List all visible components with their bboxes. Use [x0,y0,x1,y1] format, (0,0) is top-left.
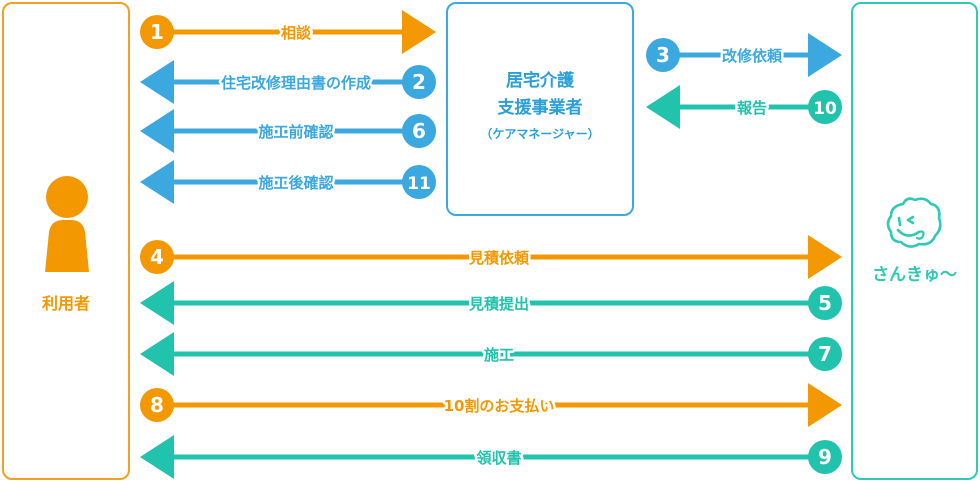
step-7-badge [808,337,842,371]
step-1-label-halo: 相談 [281,24,312,42]
step-10-number: 10 [813,99,837,119]
step-5-number: 5 [818,291,832,315]
user-panel: 利用者 [2,2,130,480]
step-8-arrowhead [808,383,842,427]
company-panel: さんきゅ〜 [851,2,978,480]
step-10-label: 報告 [737,99,767,117]
step-9-number: 9 [818,445,832,469]
step-6-arrowhead [140,109,174,153]
step-5-badge [808,286,842,320]
step-11-label: 施工後確認 [258,174,333,192]
care-manager-title: 居宅介護 支援事業者 [448,68,632,122]
smiling-face-logo-icon [886,197,942,248]
step-5-label-halo: 見積提出 [468,295,529,313]
step-2-badge [402,65,436,99]
step-1-label: 相談 [281,24,312,42]
step-7-number: 7 [818,342,832,366]
step-10-arrowhead [646,85,680,129]
step-9-label: 領収書 [476,449,521,467]
care-manager-subtitle: （ケアマネージャー） [480,127,600,141]
step-4-number: 4 [150,245,164,269]
step-4-badge [140,240,174,274]
step-9-label-halo: 領収書 [476,449,521,467]
step-3-badge [646,38,680,72]
step-8-label: 10割のお支払い [444,397,555,415]
company-name: さんきゅ〜 [872,265,957,285]
step-3-number: 3 [656,43,670,67]
step-7-label: 施工 [484,346,514,364]
step-2-arrowhead [140,60,174,104]
step-4-label-halo: 見積依頼 [468,249,530,267]
step-2-number: 2 [412,70,426,94]
step-1-arrowhead [402,10,436,54]
care-manager-title-line1: 居宅介護 [506,71,574,91]
step-3-label-halo: 改修依頼 [722,47,783,65]
step-10-label-halo: 報告 [737,99,767,117]
step-11-arrowhead [140,160,174,204]
step-11-badge [402,165,436,199]
step-7-label-halo: 施工 [484,346,514,364]
step-6-label-halo: 施工前確認 [258,123,333,141]
step-3-arrowhead [808,33,842,77]
step-5-label: 見積提出 [468,295,529,313]
step-3-label: 改修依頼 [722,47,783,65]
step-8-label-halo: 10割のお支払い [444,397,555,415]
user-label: 利用者 [41,294,90,313]
step-8-number: 8 [150,393,164,417]
step-4-arrowhead [808,235,842,279]
step-1-number: 1 [150,20,164,44]
step-11-label-halo: 施工後確認 [258,174,333,192]
step-6-number: 6 [412,119,426,143]
care-manager-panel: 居宅介護 支援事業者 （ケアマネージャー） [446,2,634,216]
person-icon [45,176,89,272]
step-2-label-halo: 住宅改修理由書の作成 [221,74,371,92]
step-9-arrowhead [140,435,174,479]
step-2-label: 住宅改修理由書の作成 [221,74,371,92]
step-1-badge [140,15,174,49]
step-4-label: 見積依頼 [468,249,530,267]
step-6-label: 施工前確認 [258,123,333,141]
step-10-badge [808,90,842,124]
step-8-badge [140,388,174,422]
step-7-arrowhead [140,332,174,376]
care-manager-title-line2: 支援事業者 [497,98,583,118]
step-11-number: 11 [407,174,431,194]
step-9-badge [808,440,842,474]
step-6-badge [402,114,436,148]
step-5-arrowhead [140,281,174,325]
